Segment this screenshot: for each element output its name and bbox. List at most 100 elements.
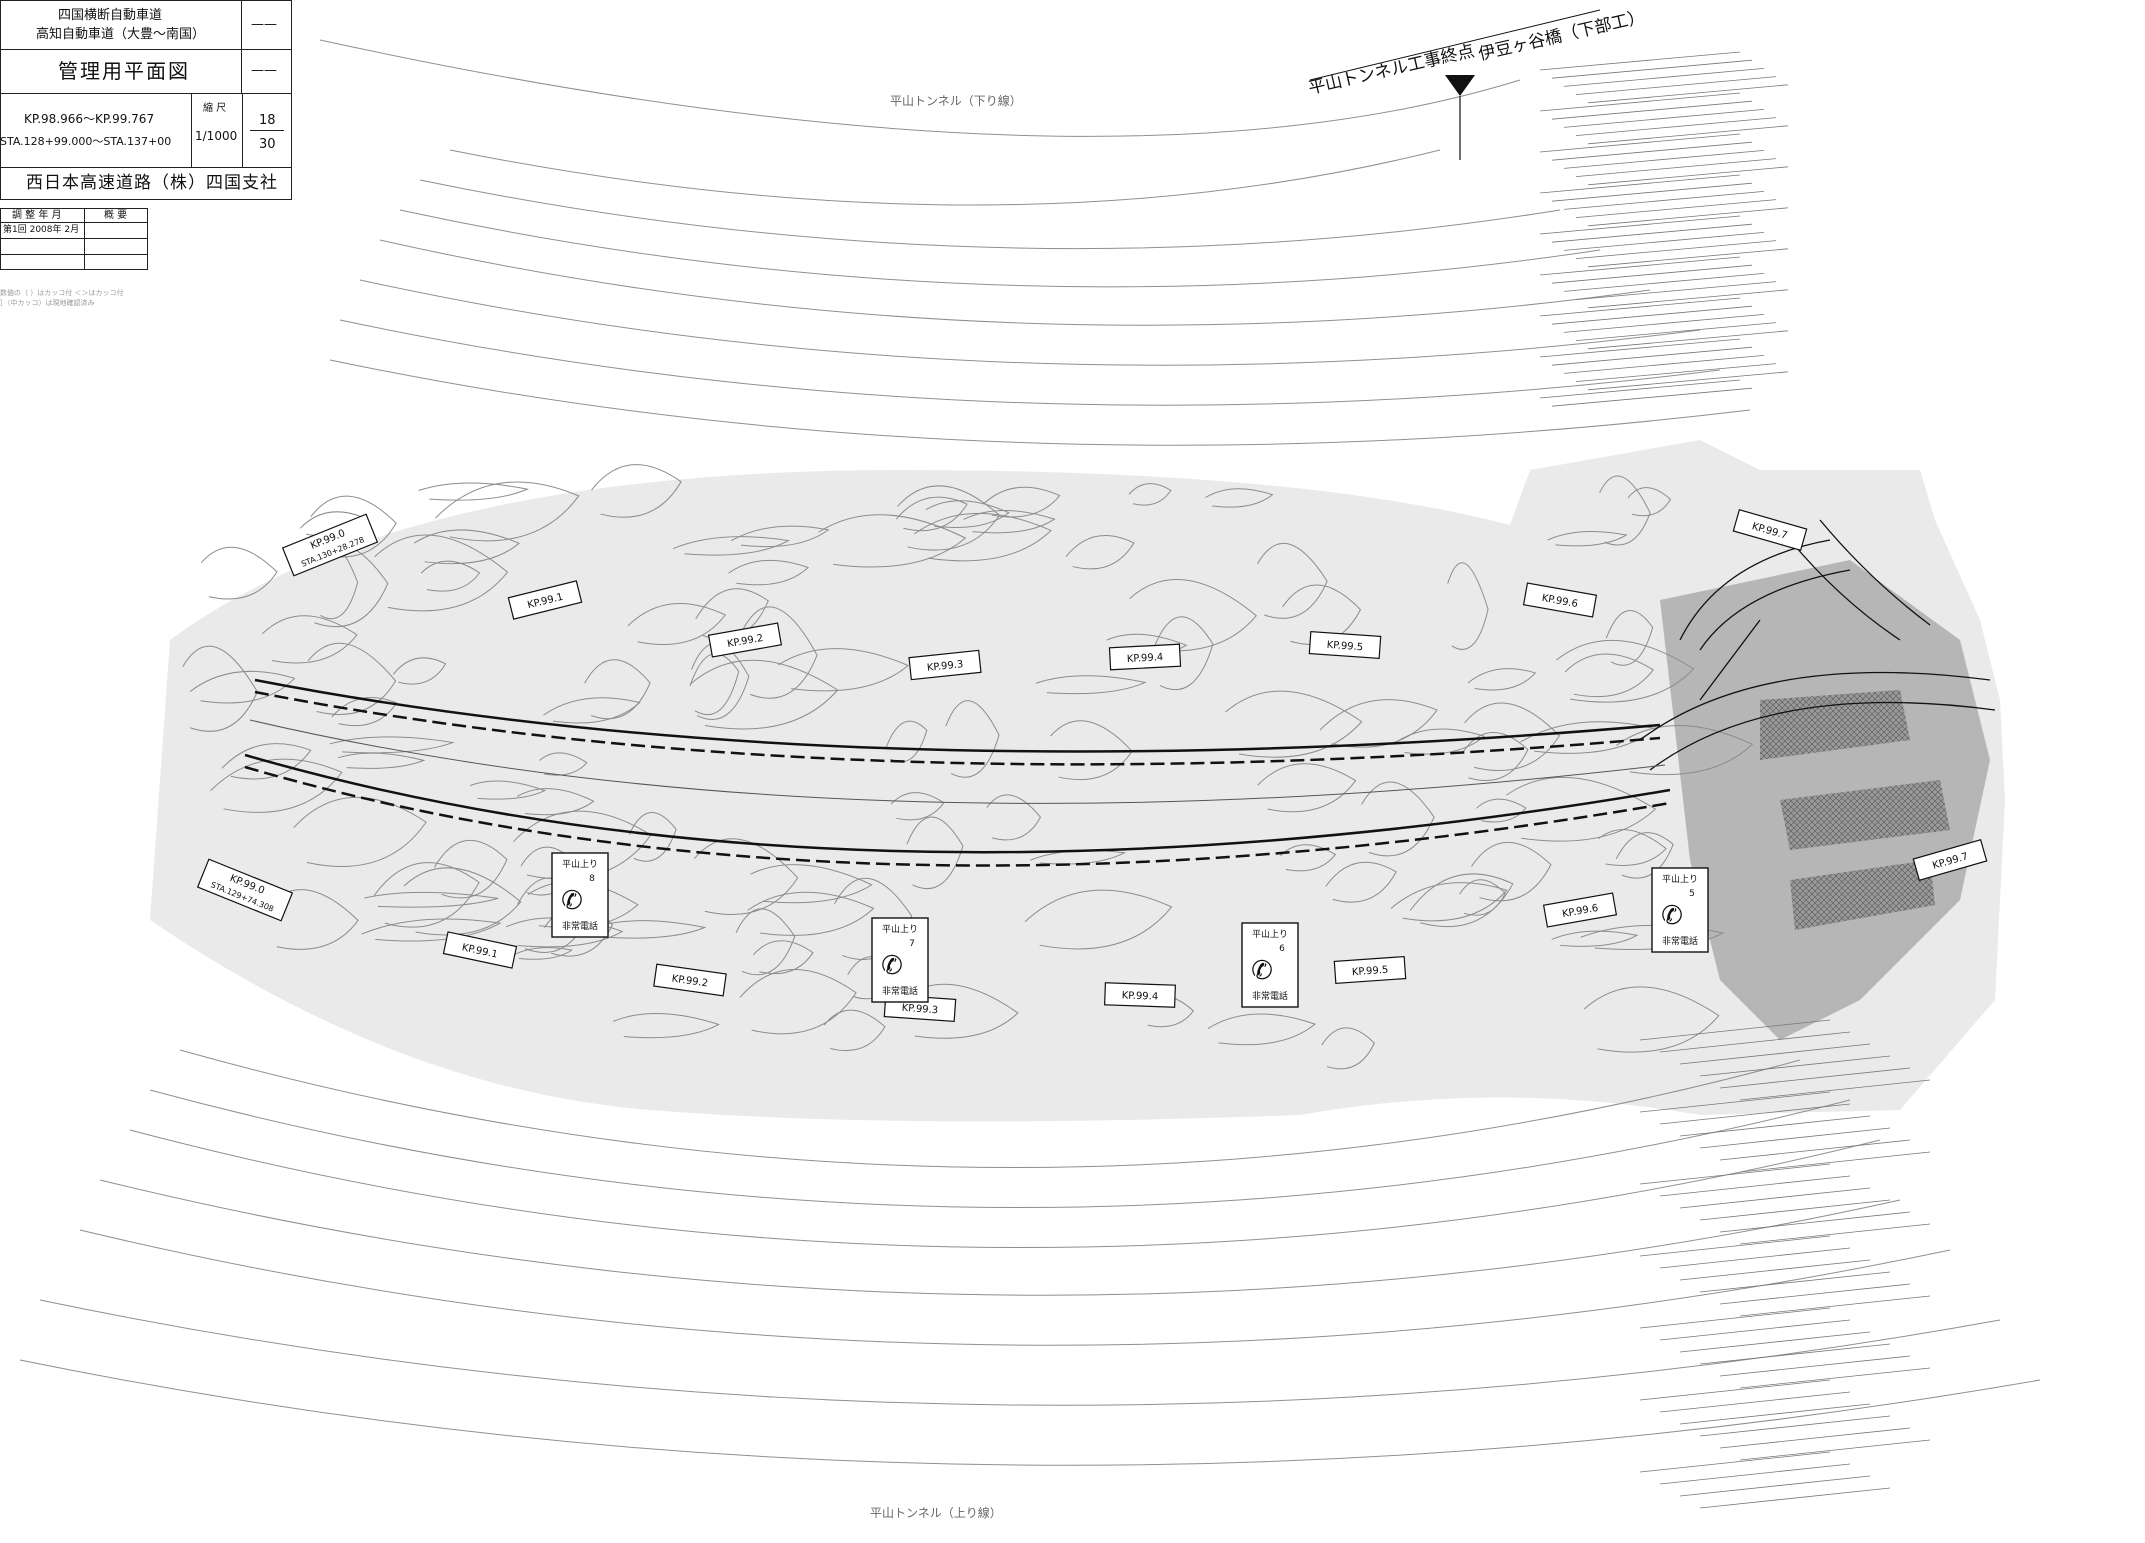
kp-marker-box <box>507 580 583 620</box>
contour-line <box>628 812 677 862</box>
bridge-label: 伊豆ヶ谷橋（下部工） <box>1477 7 1647 65</box>
kp-marker-box <box>908 649 982 681</box>
revision-row-1-date: 第1回 2008年 2月 <box>3 225 80 235</box>
contour-line <box>1476 798 1527 823</box>
terrain-area <box>150 440 2005 1122</box>
contour-line <box>364 891 499 908</box>
revision-table <box>0 208 148 270</box>
annotation-leader <box>1659 1391 1851 1413</box>
contour-line <box>986 794 1042 841</box>
annotation-leader <box>1699 1199 1891 1221</box>
tunnel-down-label: 平山トンネル（下り線） <box>890 93 1022 108</box>
revision-date-header: 調 整 年 月 <box>12 210 62 221</box>
emergency-phone-name: 平山上り <box>562 859 598 870</box>
sheet-divider <box>250 130 284 131</box>
kp-marker-label: KP.99.3 <box>926 659 963 674</box>
contour-line <box>433 839 508 899</box>
contour-line <box>1461 732 1529 782</box>
contour-line <box>1205 488 1274 508</box>
kp-marker: KP.99.7 <box>1912 839 1988 881</box>
contour-line <box>963 509 1056 534</box>
emergency-phone-box <box>871 917 929 1003</box>
phone-icon: ✆ <box>1251 956 1273 986</box>
contour-line <box>420 560 481 592</box>
annotation-leader <box>1587 289 1789 309</box>
kp-marker-box <box>653 963 727 997</box>
contour-line <box>1030 849 1127 865</box>
contour-line <box>200 546 278 600</box>
annotation-leader <box>1587 248 1789 268</box>
annotation-leader <box>1551 59 1753 79</box>
note-line-2: ］（中カッコ）は現地確認済み <box>0 299 95 307</box>
annotation-leader <box>1699 1487 1891 1509</box>
kp-marker: KP.99.7 <box>1732 509 1808 551</box>
emergency-phone-box <box>551 852 609 938</box>
annotation-leader <box>1679 1043 1871 1065</box>
contour-line <box>818 514 967 568</box>
annotation-leader <box>1587 330 1789 350</box>
contour-line <box>1447 562 1489 650</box>
contour-line <box>689 653 740 716</box>
annotation-leader <box>1551 305 1753 325</box>
contour-line <box>1627 487 1672 517</box>
annotation-leader <box>1551 387 1753 407</box>
phone-icon: ✆ <box>1661 901 1683 931</box>
kp-marker-box <box>1542 892 1618 928</box>
annotation-leader <box>1551 223 1753 243</box>
phone-icon: ✆ <box>881 951 903 981</box>
drawing-name: 管理用平面図 <box>58 59 190 83</box>
annotation-leader <box>1699 1343 1891 1365</box>
phone-icon: ✆ <box>561 886 583 916</box>
annotation-leader <box>1739 1367 1931 1389</box>
annotation-leader <box>1719 1427 1911 1449</box>
annotation-leader <box>1719 1211 1911 1233</box>
annotation-leader <box>1679 1331 1871 1353</box>
annotation-leader <box>1659 1103 1851 1125</box>
ramp-lines <box>1639 519 1996 771</box>
annotation-leader <box>1575 322 1777 341</box>
annotation-leader <box>1639 1163 1831 1185</box>
contour-line <box>1361 781 1435 857</box>
kp-marker-box <box>1104 982 1176 1008</box>
annotation-leader <box>1587 125 1789 145</box>
annotation-leader <box>1539 379 1741 399</box>
contour-line <box>1065 535 1135 570</box>
kp-marker-box <box>1732 509 1808 551</box>
annotation-leader <box>1719 1283 1911 1305</box>
contour-line <box>337 752 426 769</box>
contour-line <box>1547 530 1628 547</box>
annotation-leader <box>1659 1247 1851 1269</box>
contour-line <box>293 796 427 867</box>
contour-line <box>742 606 818 699</box>
contour-line <box>1551 930 1639 947</box>
annotation-leader <box>1639 1379 1831 1401</box>
annotation-leader <box>1575 281 1777 300</box>
contour-line <box>1256 542 1328 619</box>
kp-marker-box <box>442 931 518 969</box>
annotation-leader <box>1639 1451 1831 1473</box>
contour-line <box>1207 1013 1316 1046</box>
tunnel-end-marker-icon <box>1445 75 1475 96</box>
dash-2: —— <box>251 63 277 78</box>
contour-line <box>747 891 875 936</box>
kp-marker-box <box>196 858 294 922</box>
contour-line <box>613 1012 720 1039</box>
contour-line <box>1129 579 1258 652</box>
contour-line <box>505 917 624 948</box>
annotation-leader <box>1551 100 1753 120</box>
contour-line <box>392 657 447 685</box>
contour-line <box>331 696 398 727</box>
revision-row-1 <box>0 222 148 223</box>
emergency-phone-type: 非常電話 <box>562 920 598 932</box>
kp-marker-box <box>1308 630 1382 660</box>
revision-row-3 <box>0 254 148 255</box>
annotation-leader <box>1659 1463 1851 1485</box>
kp-marker-box <box>281 513 379 577</box>
annotation-leader <box>1639 1307 1831 1329</box>
kp-marker: KP.99.5 <box>1308 630 1382 660</box>
annotation-leader <box>1551 141 1753 161</box>
